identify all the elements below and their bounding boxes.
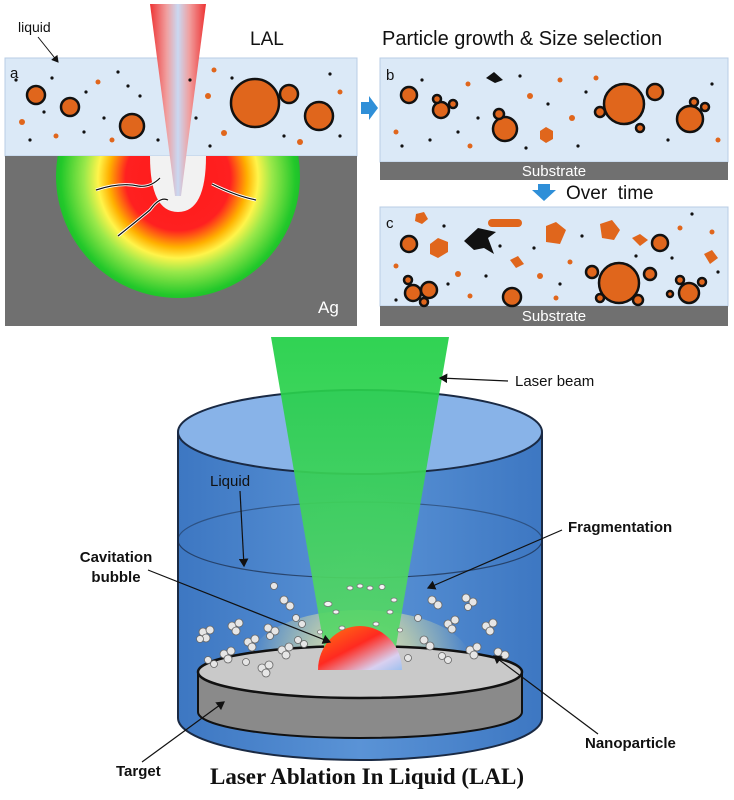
- right-arrow-icon: [361, 96, 378, 120]
- panel-c-irregular-particle: [464, 228, 496, 254]
- liquid-label-pointer: [238, 490, 249, 568]
- panel-a-letter: a: [10, 65, 19, 82]
- cavitation-bubble-pointer: [147, 569, 332, 644]
- target-label: Target: [116, 763, 161, 780]
- panel-a-atoms: [14, 70, 342, 148]
- nanoparticle-clusters: [196, 582, 510, 678]
- panel-c-substrate-label: Substrate: [522, 308, 586, 325]
- panel-b-particles: [399, 82, 711, 143]
- panel-c-particles: [399, 233, 708, 308]
- liquid-label: Liquid: [210, 473, 250, 490]
- panel-a: liquid LAL a Ag: [4, 4, 358, 326]
- metal-label: Ag: [318, 298, 339, 317]
- panel-b: Particle growth & Size selection Substra…: [379, 28, 729, 180]
- panel-c-small-particles: [393, 225, 715, 301]
- panel-b-substrate: [380, 162, 728, 180]
- cavitation-bubble-label-line1: Cavitation: [80, 549, 153, 566]
- laser-beam-pointer: [438, 373, 509, 384]
- panel-b-irregular-particle: [486, 72, 503, 83]
- panel-b-small-particles: [393, 75, 721, 149]
- fragmentation-pointer: [426, 529, 563, 590]
- panel-c: Substrate c: [379, 206, 729, 326]
- laser-beam-cone: [150, 4, 206, 196]
- cavitation-bubble-label-line2: bubble: [91, 569, 140, 586]
- cavitation-bubble: [318, 626, 402, 670]
- panel-b-substrate-label: Substrate: [522, 163, 586, 180]
- fragments: [317, 583, 403, 635]
- green-laser-beam: [271, 337, 449, 652]
- panel-c-shapes: [415, 212, 718, 268]
- nanoparticle-pointer: [493, 655, 599, 735]
- panel-bc-title: Particle growth & Size selection: [382, 28, 662, 50]
- panel-c-atoms: [394, 212, 720, 302]
- panel-a-title: LAL: [250, 29, 284, 50]
- liquid-pointer: [37, 36, 59, 63]
- heat-affected-zone: [56, 156, 300, 298]
- laser-beam-label: Laser beam: [515, 373, 594, 390]
- fragmentation-label: Fragmentation: [568, 519, 672, 536]
- panel-b-atoms: [400, 74, 714, 150]
- panel-b-hexagon: [540, 127, 553, 143]
- bottom-annotations: Laser beam Liquid Fragmentation Cavitati…: [80, 373, 676, 780]
- panel-b-letter: b: [386, 67, 394, 84]
- figure-caption: Laser Ablation In Liquid (LAL): [209, 764, 524, 789]
- down-arrow-icon: [532, 184, 556, 201]
- beaker-illustration: [177, 337, 543, 761]
- panel-a-liquid-label: liquid: [18, 19, 51, 35]
- shock-cracks: [95, 176, 257, 238]
- panel-c-letter: c: [386, 215, 394, 232]
- over-time-label: Over time: [566, 183, 654, 204]
- panel-a-small-particles: [19, 67, 343, 145]
- nanoparticle-label: Nanoparticle: [585, 735, 676, 752]
- panel-c-substrate: [380, 306, 728, 326]
- target-pointer: [141, 701, 225, 763]
- panel-a-particles: [25, 77, 335, 140]
